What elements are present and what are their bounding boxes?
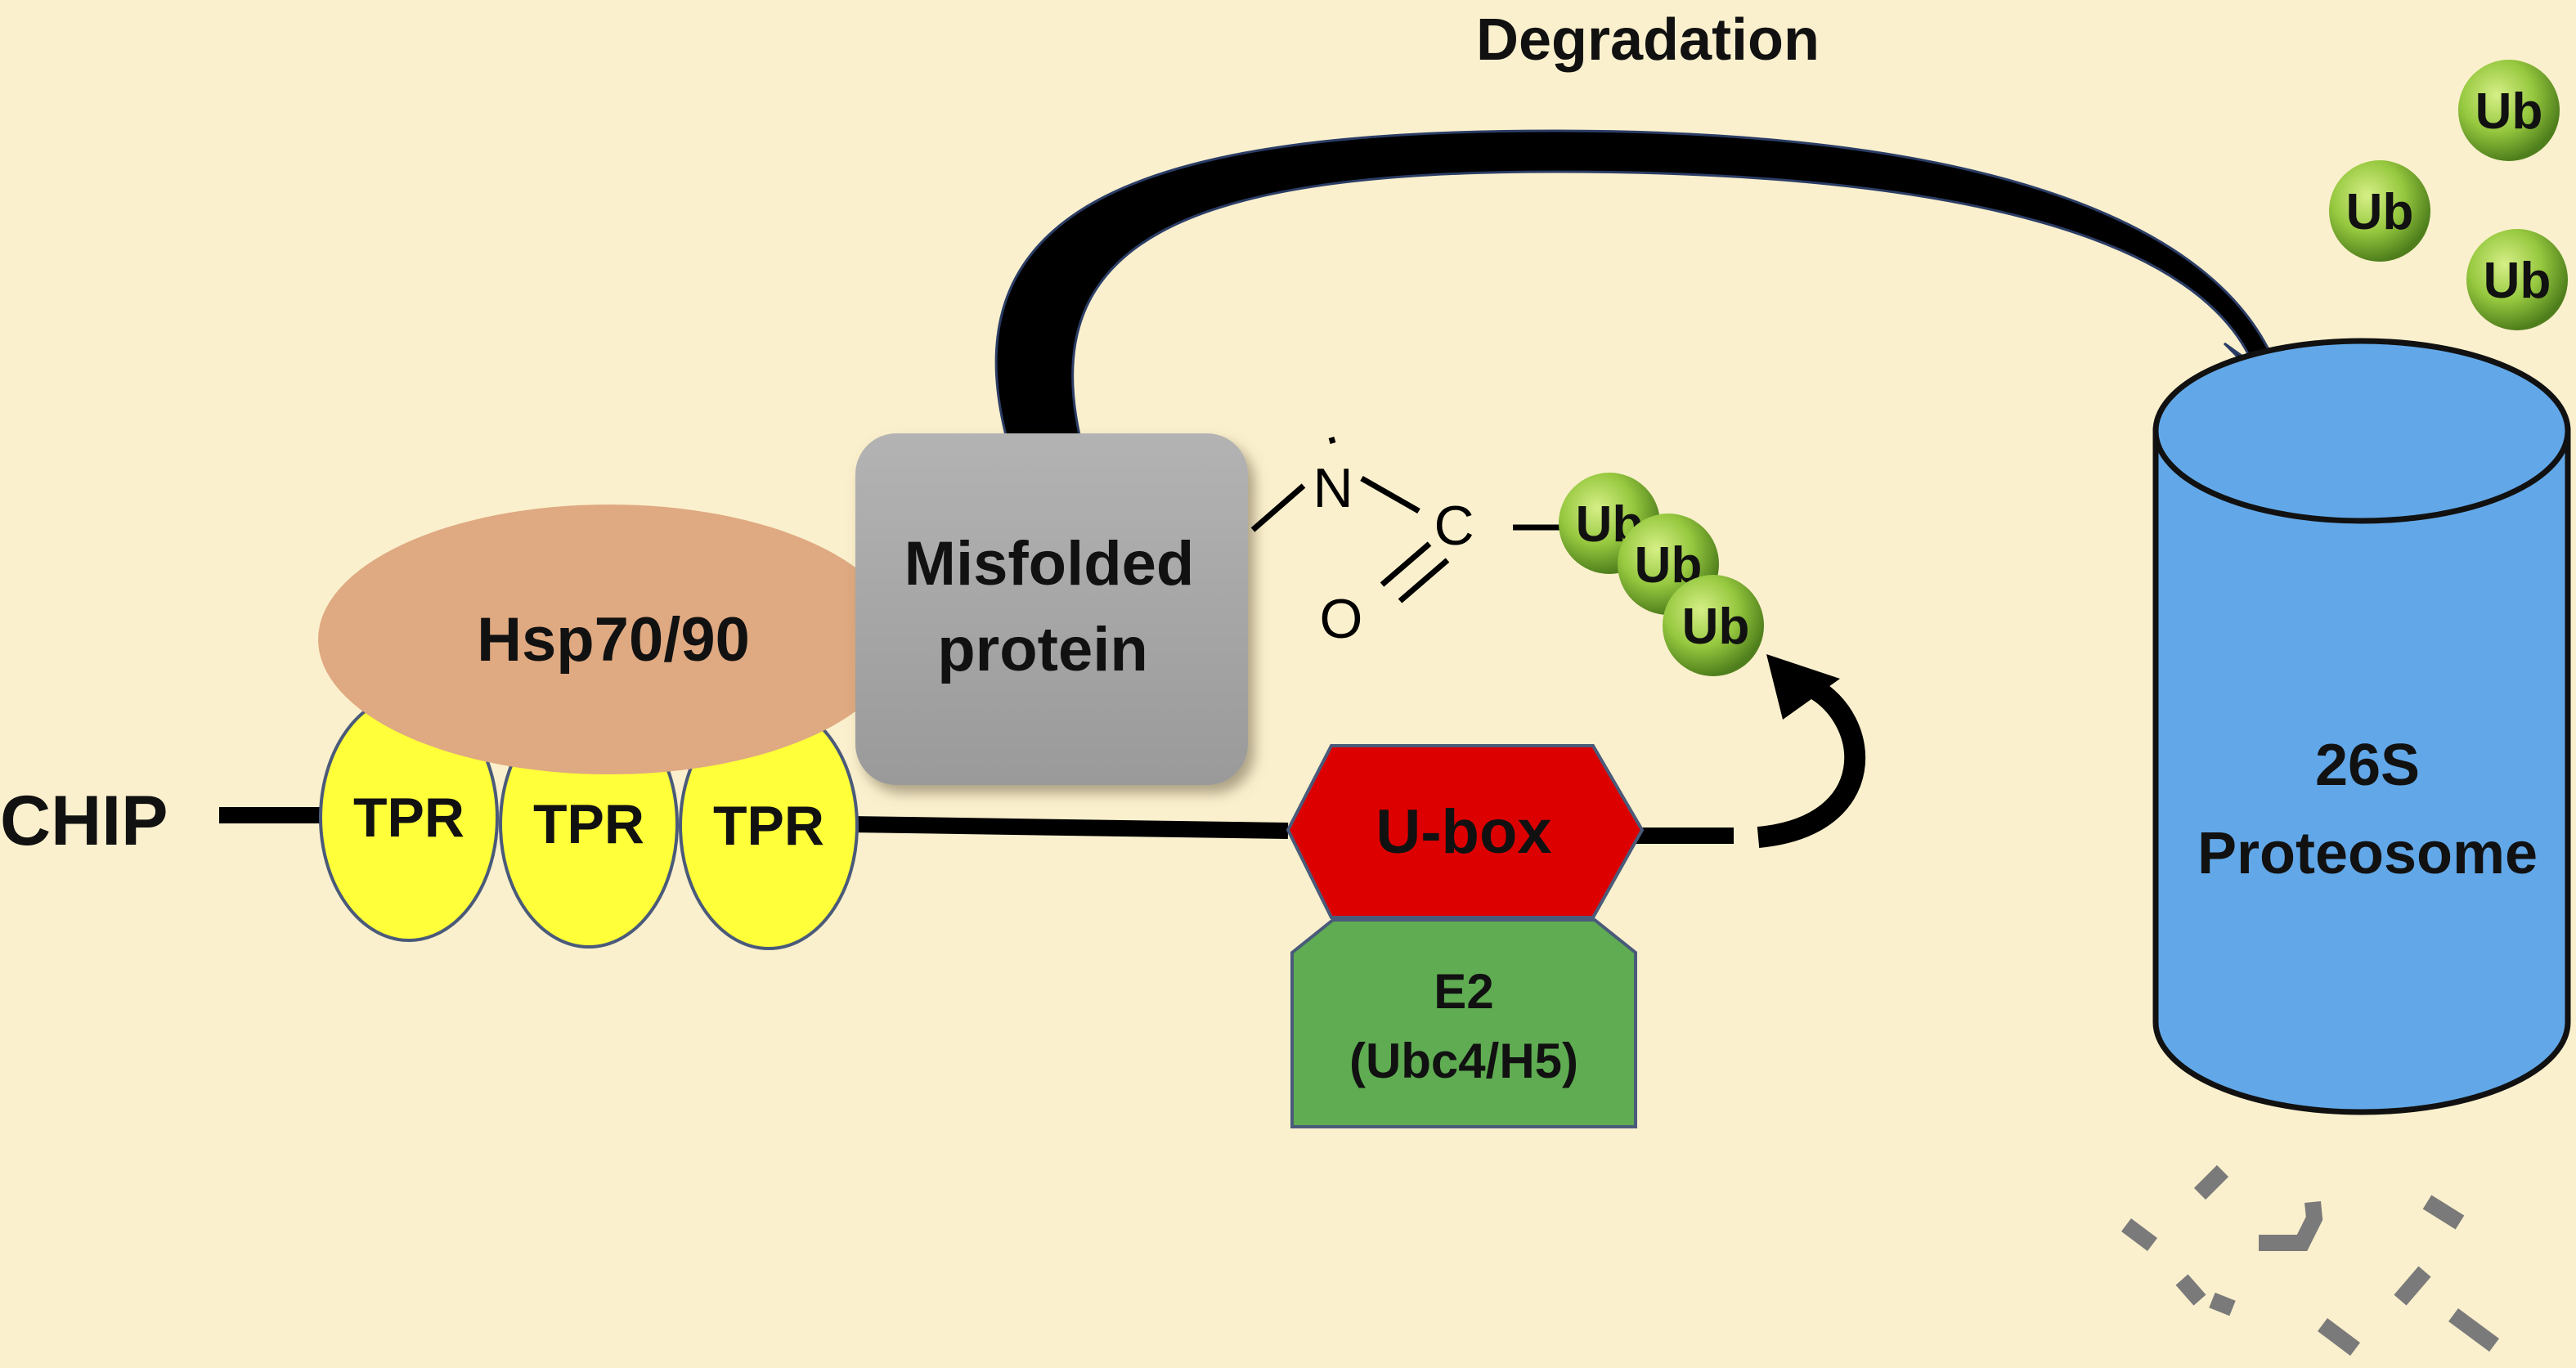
free-ubiquitin-label-3: Ub [2484,253,2551,309]
u-box-label: U-box [1376,797,1551,867]
free-ubiquitins: Ub Ub Ub [2329,60,2568,330]
tpr-label-1: TPR [353,787,464,849]
isopeptide-bond [1250,437,1562,603]
tpr-label-2: TPR [533,793,644,855]
proteasome-label-line1: 26S [2315,733,2420,798]
ubiquitin-chain: Ub Ub Ub [1559,473,1764,676]
chem-n: N [1313,457,1353,519]
misfolded-protein-line2: protein [937,615,1148,684]
e2-enzyme [1290,918,1637,1128]
peptide-fragments [2121,1164,2499,1356]
misfolded-protein-line1: Misfolded [904,529,1195,599]
free-ubiquitin-1 [2458,60,2560,161]
e2-label-line1: E2 [1434,964,1493,1019]
ubiquitin-chain-label-3: Ub [1682,599,1750,655]
proteasome-label-line2: Proteosome [2197,821,2538,886]
chem-o: O [1320,588,1363,650]
hsp70-90-label: Hsp70/90 [477,605,750,675]
hsp70-90-chaperone [318,505,900,774]
proteasome-26s [2152,338,2571,1115]
free-ubiquitin-label-1: Ub [2475,83,2543,140]
free-ubiquitin-3 [2466,229,2568,330]
ubiquitin-chain-bead-3 [1663,575,1764,676]
chip-label: CHIP [0,782,168,860]
degradation-title: Degradation [1476,7,1820,73]
misfolded-protein-box [855,433,1248,785]
tpr-label-3: TPR [713,795,824,857]
e2-label-line2: (Ubc4/H5) [1349,1034,1578,1088]
chem-c: C [1434,495,1474,557]
free-ubiquitin-2 [2329,160,2430,262]
ubiquitin-transfer-arrow [1757,654,1866,848]
free-ubiquitin-label-2: Ub [2346,184,2414,240]
u-box-domain [1286,744,1645,919]
